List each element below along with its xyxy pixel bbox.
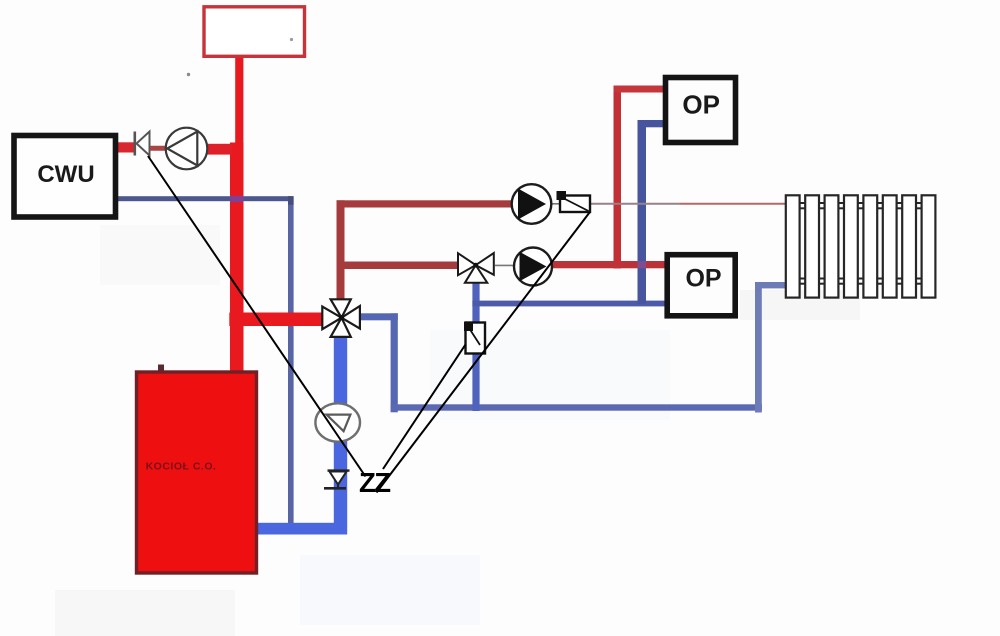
- svg-text:CWU: CWU: [37, 161, 94, 188]
- svg-text:OP: OP: [685, 265, 721, 293]
- svg-text:OP: OP: [682, 90, 720, 120]
- svg-text:KOCIOŁ C.O.: KOCIOŁ C.O.: [146, 461, 217, 473]
- svg-text:ZZ: ZZ: [359, 467, 390, 498]
